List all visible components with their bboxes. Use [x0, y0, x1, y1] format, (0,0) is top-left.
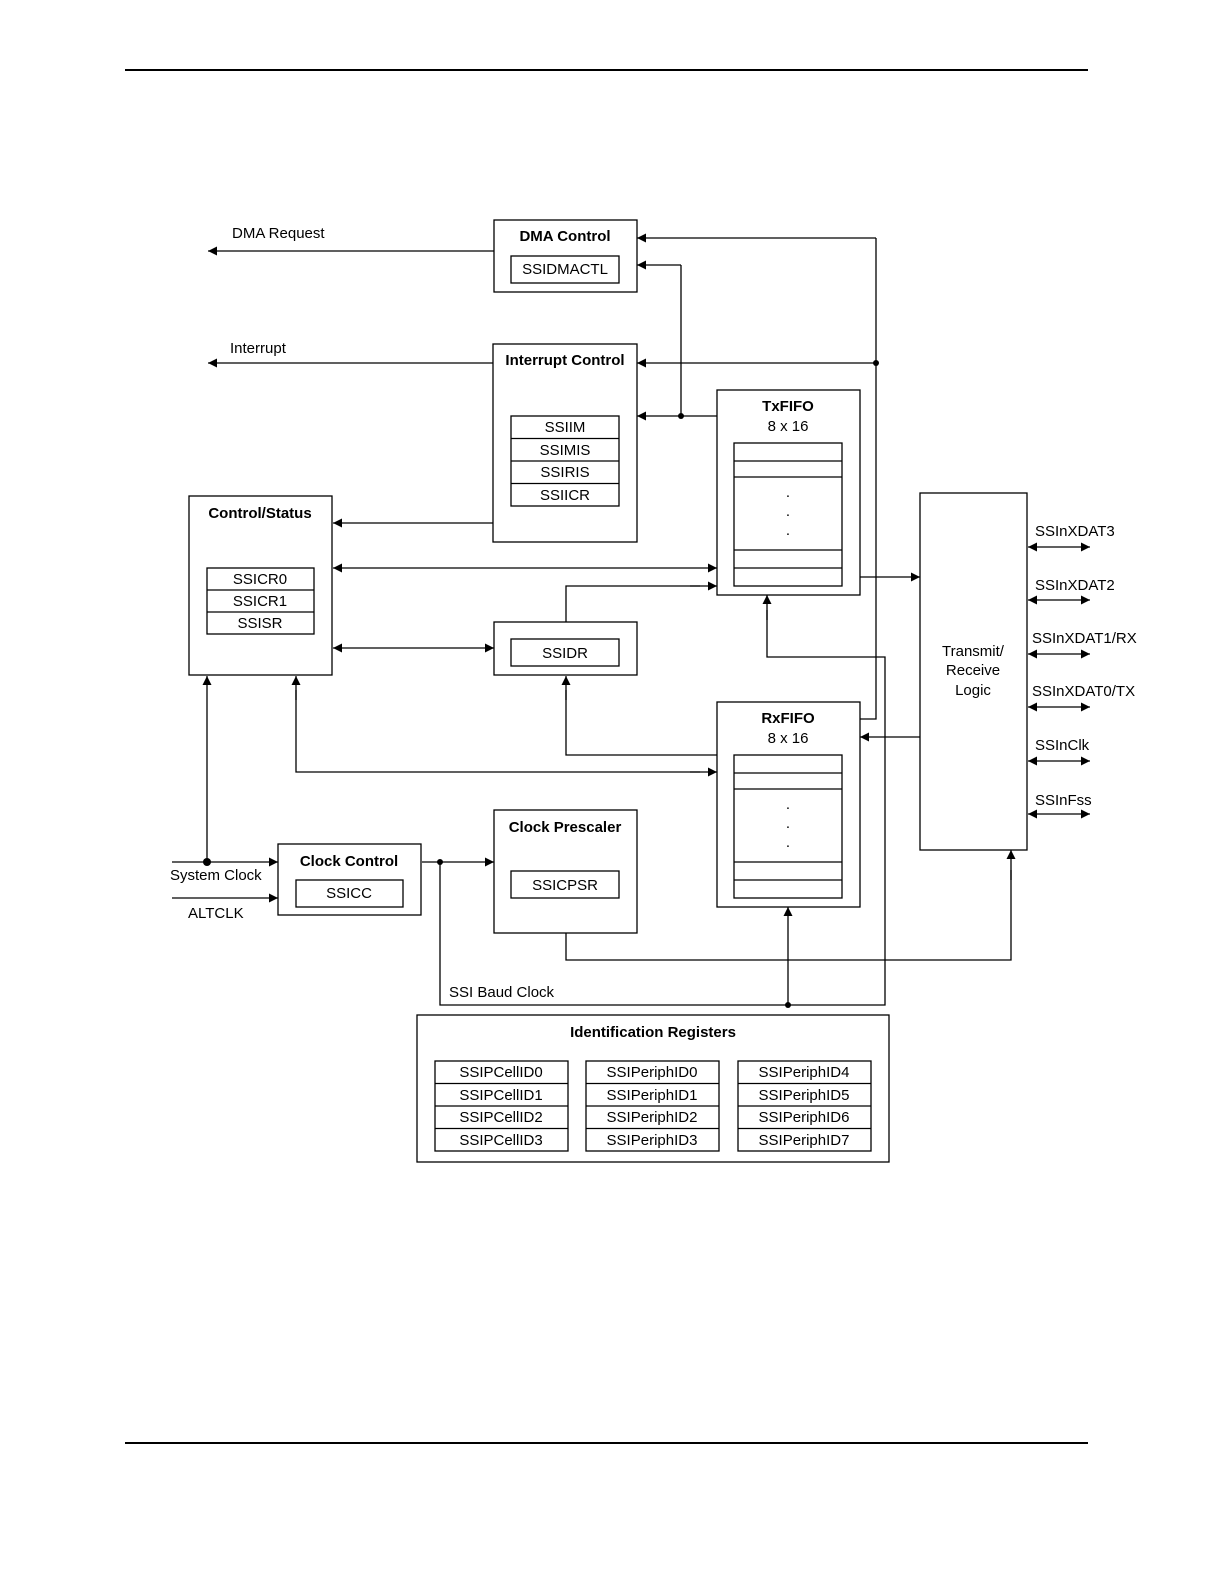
- register-ssiperiphid5: SSIPeriphID5: [759, 1087, 850, 1104]
- register-ssicpsr: SSICPSR: [532, 877, 598, 894]
- txfifo-block: TxFIFO 8 x 16 . . .: [716, 389, 861, 596]
- dma-request-label: DMA Request: [232, 225, 325, 242]
- register-ssiperiphid0: SSIPeriphID0: [607, 1064, 698, 1081]
- signal-ssinxdat2: SSInXDAT2: [1035, 577, 1115, 594]
- rxfifo-ellipsis-2: .: [786, 815, 790, 832]
- identification-title: Identification Registers: [570, 1024, 736, 1041]
- register-ssipcellid2: SSIPCellID2: [459, 1109, 542, 1126]
- register-ssiperiphid2: SSIPeriphID2: [607, 1109, 698, 1126]
- clock-control-block: Clock Control SSICC: [277, 843, 422, 916]
- clock-control-title: Clock Control: [300, 853, 398, 870]
- rxfifo-title: RxFIFO: [761, 710, 815, 727]
- connectors: [172, 233, 1090, 1008]
- control-status-block: Control/Status SSICR0 SSICR1 SSISR: [188, 495, 333, 676]
- identification-registers-block: Identification Registers SSIPCellID0 SSI…: [416, 1014, 890, 1163]
- dma-control-title: DMA Control: [519, 228, 610, 245]
- register-ssiicr: SSIICR: [540, 487, 590, 504]
- txfifo-title: TxFIFO: [762, 398, 814, 415]
- clock-prescaler-block: Clock Prescaler SSICPSR: [493, 809, 638, 934]
- transmit-receive-line-2: Receive: [946, 662, 1000, 679]
- register-ssiperiphid4: SSIPeriphID4: [759, 1064, 850, 1081]
- register-ssidmactl: SSIDMACTL: [522, 261, 608, 278]
- register-ssipcellid3: SSIPCellID3: [459, 1132, 542, 1149]
- signal-ssinxdat3: SSInXDAT3: [1035, 523, 1115, 540]
- altclk-label: ALTCLK: [188, 905, 244, 922]
- interrupt-label: Interrupt: [230, 340, 287, 357]
- signal-ssinxdat1-rx: SSInXDAT1/RX: [1032, 630, 1137, 647]
- register-ssiperiphid7: SSIPeriphID7: [759, 1132, 850, 1149]
- register-ssisr: SSISR: [237, 615, 282, 632]
- txfifo-size: 8 x 16: [768, 418, 809, 435]
- register-ssiperiphid6: SSIPeriphID6: [759, 1109, 850, 1126]
- register-ssicr0: SSICR0: [233, 571, 287, 588]
- txfifo-ellipsis-1: .: [786, 484, 790, 501]
- register-ssicc: SSICC: [326, 885, 372, 902]
- control-status-title: Control/Status: [208, 505, 311, 522]
- register-ssiris: SSIRIS: [540, 464, 589, 481]
- signal-ssinclk: SSInClk: [1035, 737, 1090, 754]
- register-ssiperiphid3: SSIPeriphID3: [607, 1132, 698, 1149]
- register-ssipcellid1: SSIPCellID1: [459, 1087, 542, 1104]
- interrupt-control-title: Interrupt Control: [505, 352, 624, 369]
- transmit-receive-line-3: Logic: [955, 682, 991, 699]
- rxfifo-block: RxFIFO 8 x 16 . . .: [716, 701, 861, 908]
- register-ssiperiphid1: SSIPeriphID1: [607, 1087, 698, 1104]
- interrupt-control-block: Interrupt Control SSIIM SSIMIS SSIRIS SS…: [492, 343, 638, 543]
- rxfifo-ellipsis-1: .: [786, 796, 790, 813]
- rxfifo-ellipsis-3: .: [786, 834, 790, 851]
- clock-prescaler-title: Clock Prescaler: [509, 819, 622, 836]
- data-register-block: SSIDR: [493, 621, 638, 676]
- external-signals: SSInXDAT3 SSInXDAT2 SSInXDAT1/RX SSInXDA…: [1032, 523, 1137, 809]
- register-ssipcellid0: SSIPCellID0: [459, 1064, 542, 1081]
- transmit-receive-logic-block: Transmit/ Receive Logic: [919, 492, 1028, 851]
- txfifo-ellipsis-2: .: [786, 503, 790, 520]
- register-ssidr: SSIDR: [542, 645, 588, 662]
- register-ssicr1: SSICR1: [233, 593, 287, 610]
- signal-ssinxdat0-tx: SSInXDAT0/TX: [1032, 683, 1135, 700]
- register-ssiim: SSIIM: [545, 419, 586, 436]
- register-ssimis: SSIMIS: [540, 442, 591, 459]
- ssi-baud-clock-label: SSI Baud Clock: [449, 984, 555, 1001]
- signal-ssinfss: SSInFss: [1035, 792, 1092, 809]
- transmit-receive-line-1: Transmit/: [942, 643, 1005, 660]
- dma-control-block: DMA Control SSIDMACTL: [493, 219, 638, 293]
- rxfifo-size: 8 x 16: [768, 730, 809, 747]
- system-clock-label: System Clock: [170, 867, 262, 884]
- txfifo-ellipsis-3: .: [786, 522, 790, 539]
